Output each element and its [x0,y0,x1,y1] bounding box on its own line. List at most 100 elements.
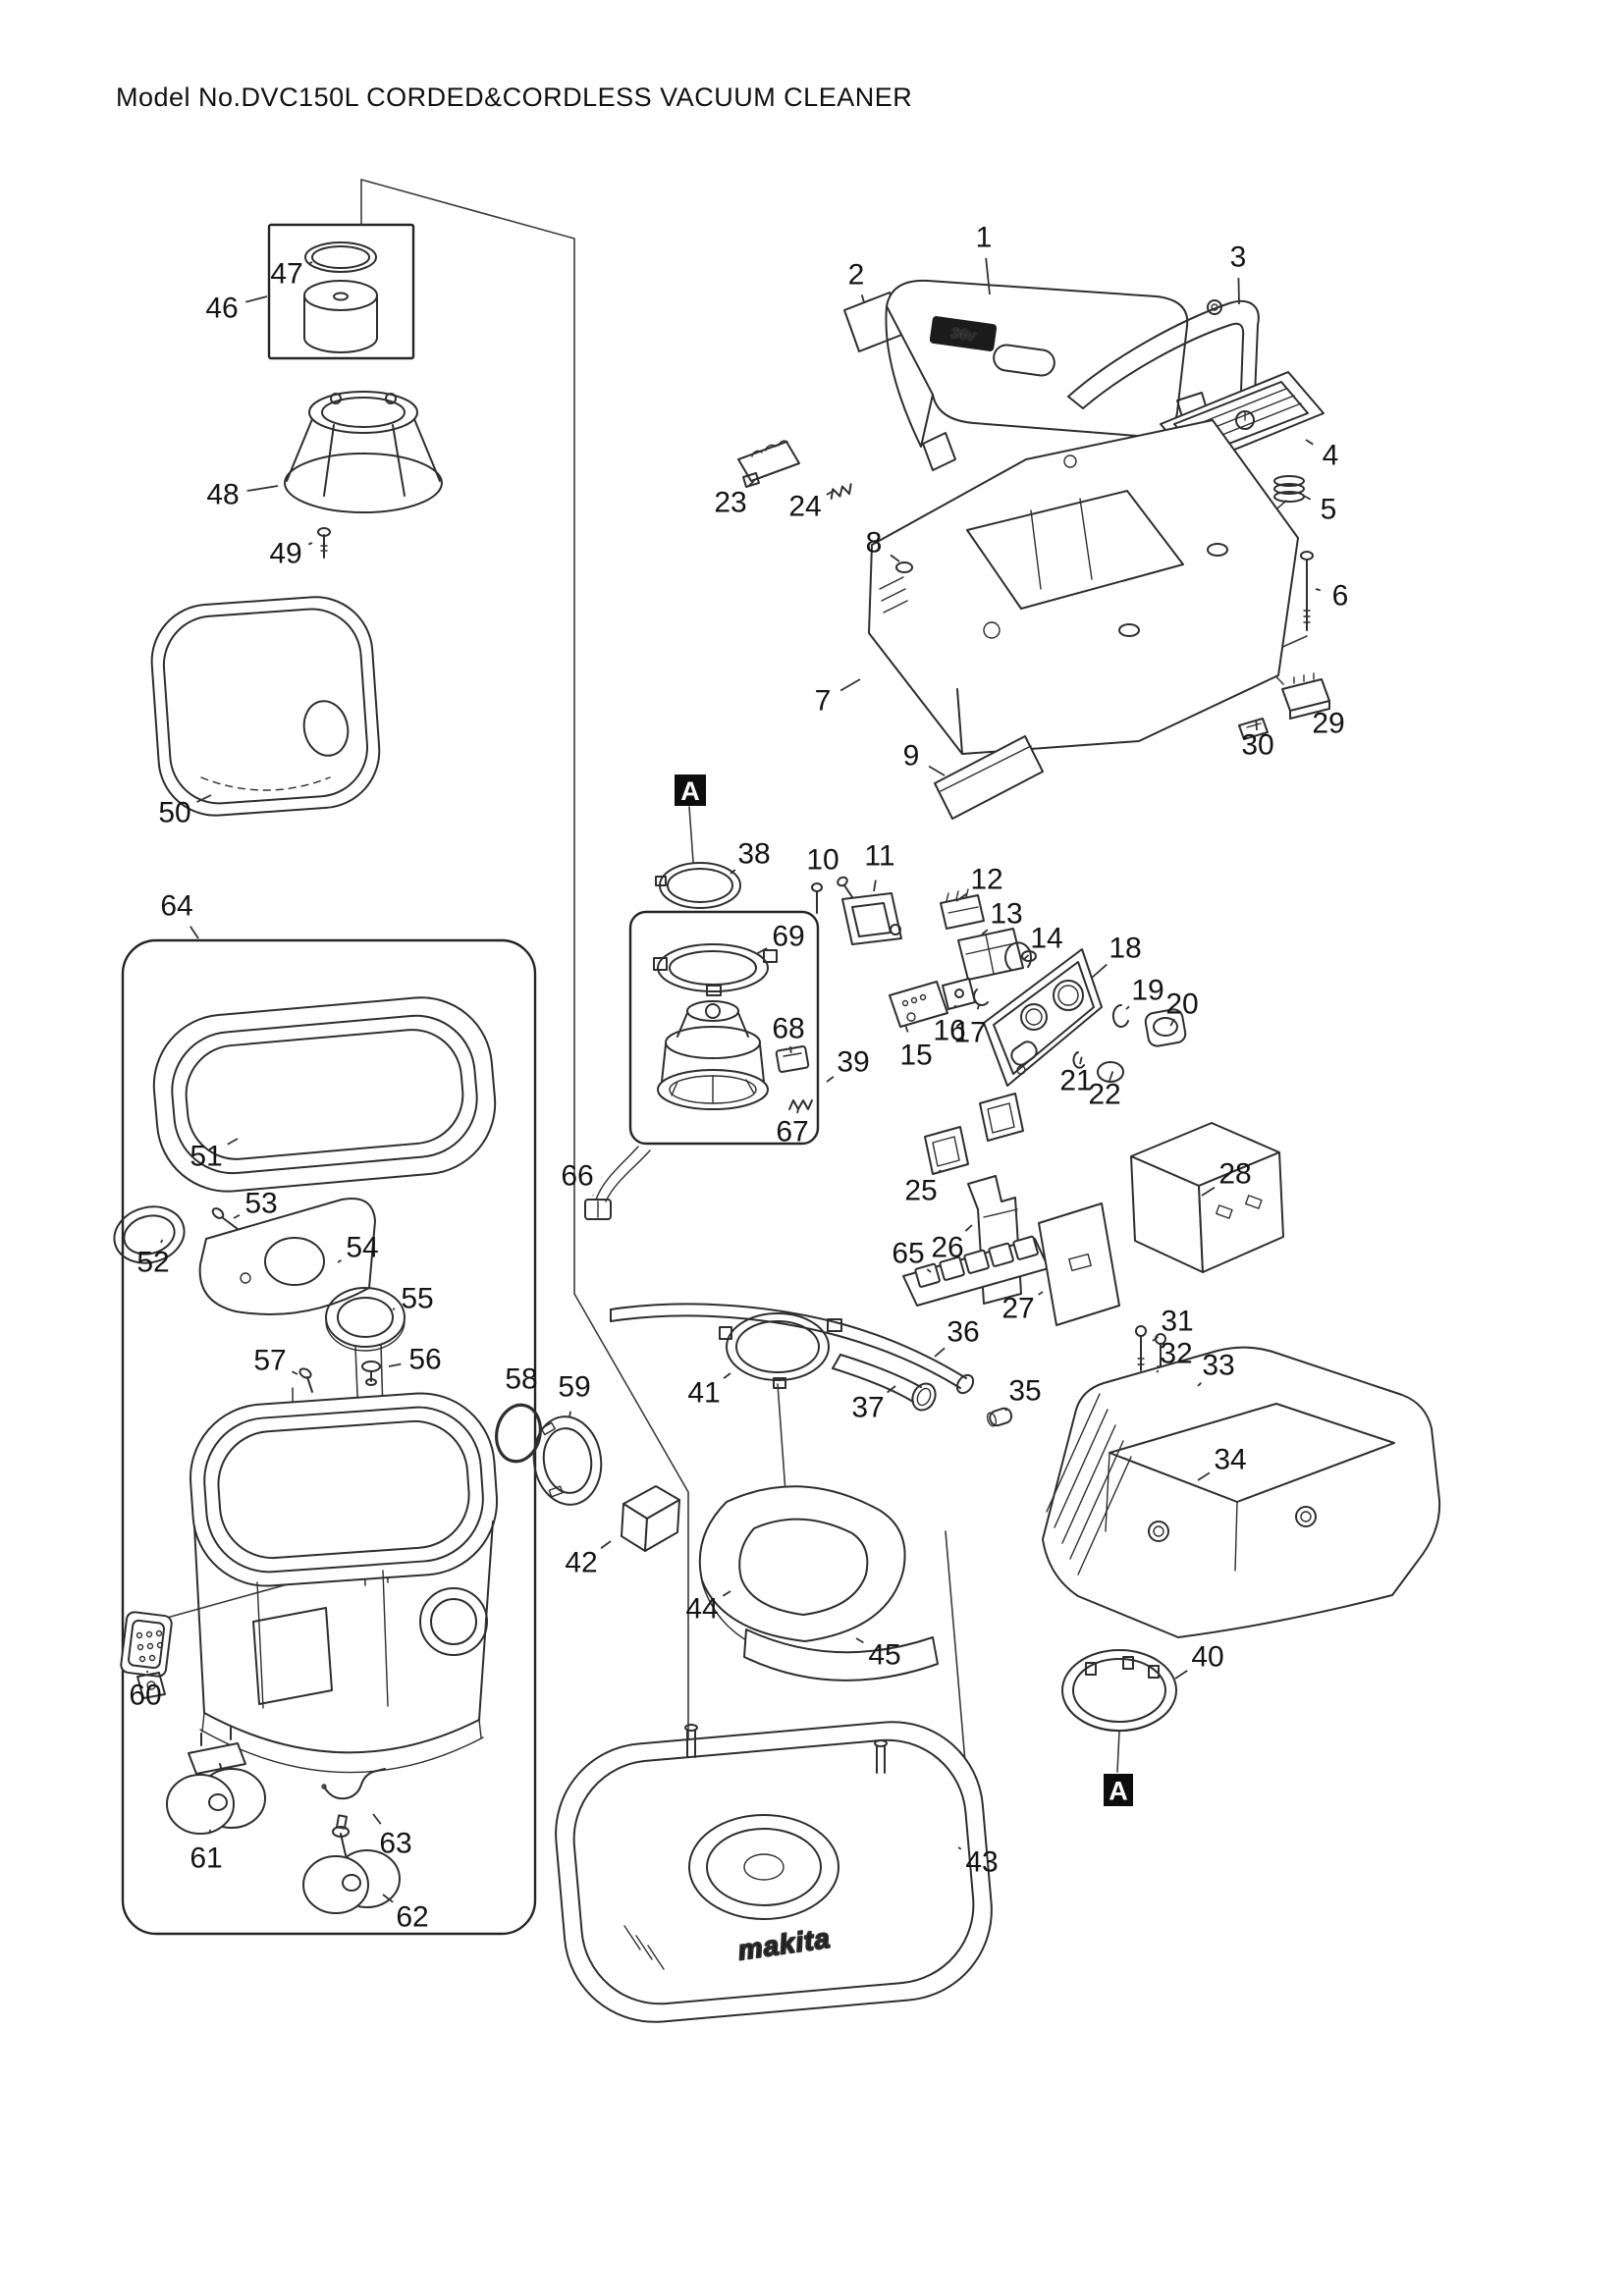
part-number-56: 56 [408,1344,441,1376]
part-number-9: 9 [903,740,920,773]
part-number-29: 29 [1312,708,1344,740]
tank-body [189,1392,499,1774]
part-number-51: 51 [189,1141,222,1173]
part-number-18: 18 [1109,933,1141,965]
leader-line-18 [1091,963,1108,979]
screw-53 [211,1207,239,1230]
leader-line-57 [291,1370,298,1375]
leader-line-17 [976,1004,980,1010]
part-number-54: 54 [346,1232,378,1264]
part-number-59: 59 [558,1371,590,1404]
leader-line-11 [873,880,877,892]
part-number-68: 68 [772,1013,804,1045]
e-ring-17 [973,988,989,1006]
clamp-ring-69 [653,943,778,996]
leader-line-31 [1152,1335,1160,1342]
float-guide-44 [698,1485,906,1662]
leader-line-67 [796,1107,800,1114]
part-number-20: 20 [1165,988,1198,1021]
leader-line-14 [1022,954,1030,961]
tube-37 [832,1354,937,1412]
part-number-41: 41 [687,1377,720,1410]
connector-68 [775,1045,810,1073]
leader-line-63 [372,1813,382,1825]
leader-line-12 [955,892,968,902]
leader-line-4 [1305,439,1314,446]
leader-line-15 [904,1024,909,1033]
filter-element [303,280,378,353]
latch-bracket-23 [737,440,800,488]
latch-60 [120,1611,173,1699]
part-number-36: 36 [947,1316,979,1349]
part-number-21: 21 [1059,1065,1092,1097]
outlet-ring-59 [532,1415,603,1506]
top-cover-1: 36v [885,279,1209,471]
part-number-46: 46 [205,293,238,325]
leader-line-54 [337,1259,343,1263]
leader-line-50 [196,794,212,803]
seal-ring-38 [655,862,741,909]
cover-plate-27 [1038,1202,1120,1326]
leader-line-3 [1237,277,1240,305]
leader-line-48 [246,485,279,492]
leader-line-61 [208,1829,211,1835]
leader-line-53 [233,1214,241,1219]
part-number-61: 61 [189,1842,222,1875]
spring-67 [788,1099,813,1110]
part-number-13: 13 [990,898,1022,931]
leader-line-19 [1125,1005,1130,1010]
bracket-11 [841,892,902,945]
reference-badges: AA [675,774,1133,1806]
leader-line-52 [160,1239,164,1244]
leader-line-34 [1197,1471,1211,1481]
switch-13 [957,928,1037,981]
filter-group-box [267,223,415,360]
leader-line-41 [723,1372,731,1379]
section-badge-top [675,774,706,806]
leader-line-21 [1079,1056,1083,1065]
part-number-19: 19 [1131,975,1163,1007]
lead-wire-connector-66 [584,1146,651,1220]
leader-line-33 [1197,1382,1202,1387]
part-number-7: 7 [815,685,832,718]
leader-line-32 [1156,1369,1160,1373]
plug-35 [986,1407,1013,1427]
part-number-16: 16 [933,1015,965,1047]
leader-line-24 [826,490,835,496]
part-number-65: 65 [892,1238,924,1270]
leader-line-6 [1315,588,1322,592]
cap-55 [325,1287,406,1352]
part-number-24: 24 [788,491,821,523]
leader-line-22 [1109,1071,1114,1082]
part-number-62: 62 [396,1901,428,1934]
o-ring-19 [1111,1003,1129,1028]
part-number-2: 2 [848,259,865,292]
part-number-33: 33 [1202,1350,1234,1382]
leader-line-65 [926,1268,932,1273]
inlet-plate-54 [198,1198,376,1315]
basket-50 [150,596,381,817]
part-number-69: 69 [772,921,804,953]
caster-62 [302,1814,401,1914]
part-number-22: 22 [1088,1079,1120,1111]
part-number-63: 63 [379,1828,411,1860]
part-number-23: 23 [714,487,746,519]
leader-line-49 [307,542,313,546]
part-number-50: 50 [158,797,190,829]
section-badge-label: A [680,776,700,806]
part-number-60: 60 [129,1680,161,1712]
leader-line-36 [934,1347,946,1358]
leader-line-59 [568,1411,571,1418]
part-number-66: 66 [561,1160,593,1193]
leader-line-26 [964,1224,973,1232]
leader-line-9 [928,765,946,776]
group-boxes [121,223,820,1936]
leader-line-62 [382,1894,394,1903]
part-number-32: 32 [1160,1338,1192,1370]
knob-22 [1097,1061,1124,1083]
leader-line-56 [388,1362,402,1367]
part-number-48: 48 [206,479,239,511]
part-number-57: 57 [253,1345,286,1377]
o-ring-58 [495,1403,542,1464]
